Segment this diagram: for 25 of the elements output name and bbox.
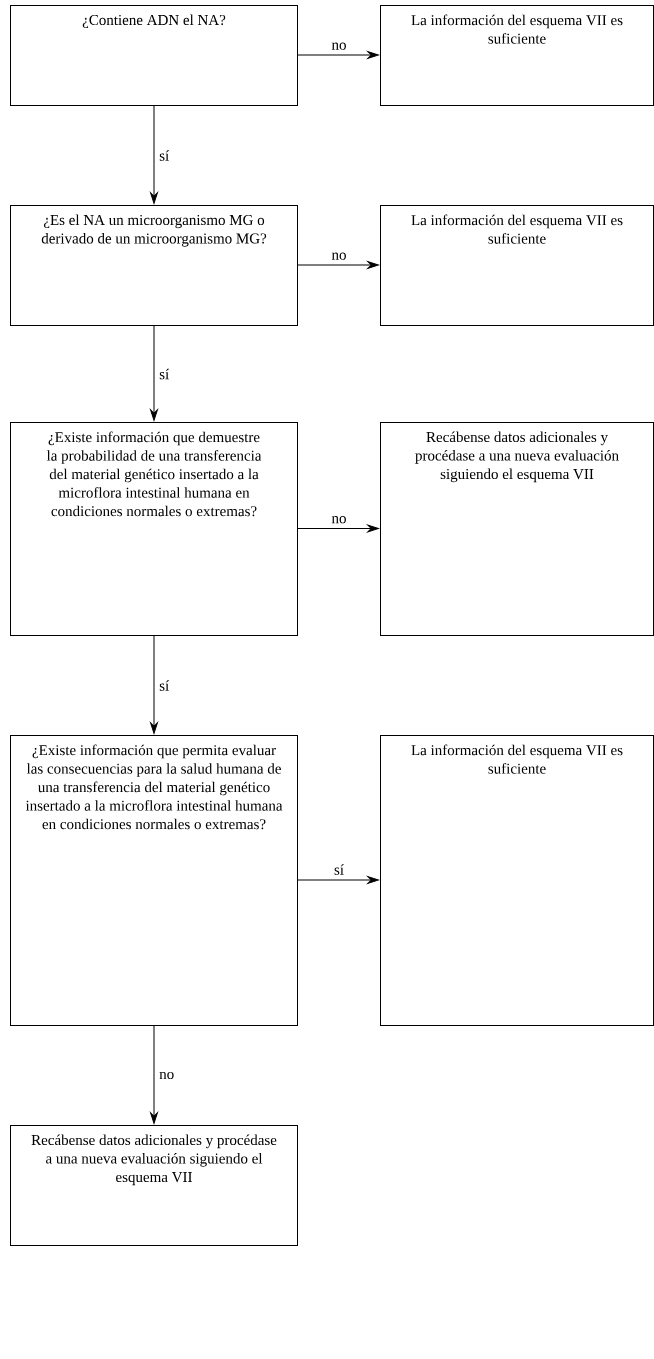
arrow [297, 876, 379, 884]
decision-box: ¿Existe información que permita evaluar las consecuencias para la salud humana de una transferencia del material genético insertado a la microflora intestinal humana en condiciones normales o extremas? [10, 735, 298, 1026]
arrow [297, 51, 379, 59]
result-box: Recábense datos adicionales y procédase a una nueva evaluación siguiendo el esquema VII [380, 422, 654, 636]
arrow [150, 105, 158, 204]
arrow [150, 635, 158, 734]
decision-box: ¿Es el NA un microorganismo MG o derivado de un microorganismo MG? [10, 205, 298, 326]
edge-label: sí [334, 864, 344, 875]
arrow [150, 1025, 158, 1124]
edge-label: no [331, 516, 346, 524]
edge-label: no [159, 1071, 174, 1080]
edge-label: sí [159, 680, 170, 691]
decision-box: ¿Existe información que demuestre la probabilidad de una transferencia del material genético insertado a la microflora intestinal humana en condiciones normales o extremas? [10, 422, 298, 636]
result-box: La información del esquema VII es suficiente [380, 735, 654, 1026]
arrow [150, 325, 158, 421]
arrow [297, 524, 379, 533]
edge-label: sí [159, 150, 170, 161]
edge-label: sí [159, 368, 170, 380]
edge-label: no [331, 252, 346, 260]
decision-box: ¿Contiene ADN el NA? [10, 5, 298, 106]
result-box: La información del esquema VII es suficiente [380, 205, 654, 326]
result-box: Recábense datos adicionales y procédase a una nueva evaluación siguiendo el esquema VII [10, 1125, 298, 1246]
edge-label: no [331, 42, 346, 50]
arrow [297, 261, 379, 269]
result-box: La información del esquema VII es suficiente [380, 5, 654, 106]
